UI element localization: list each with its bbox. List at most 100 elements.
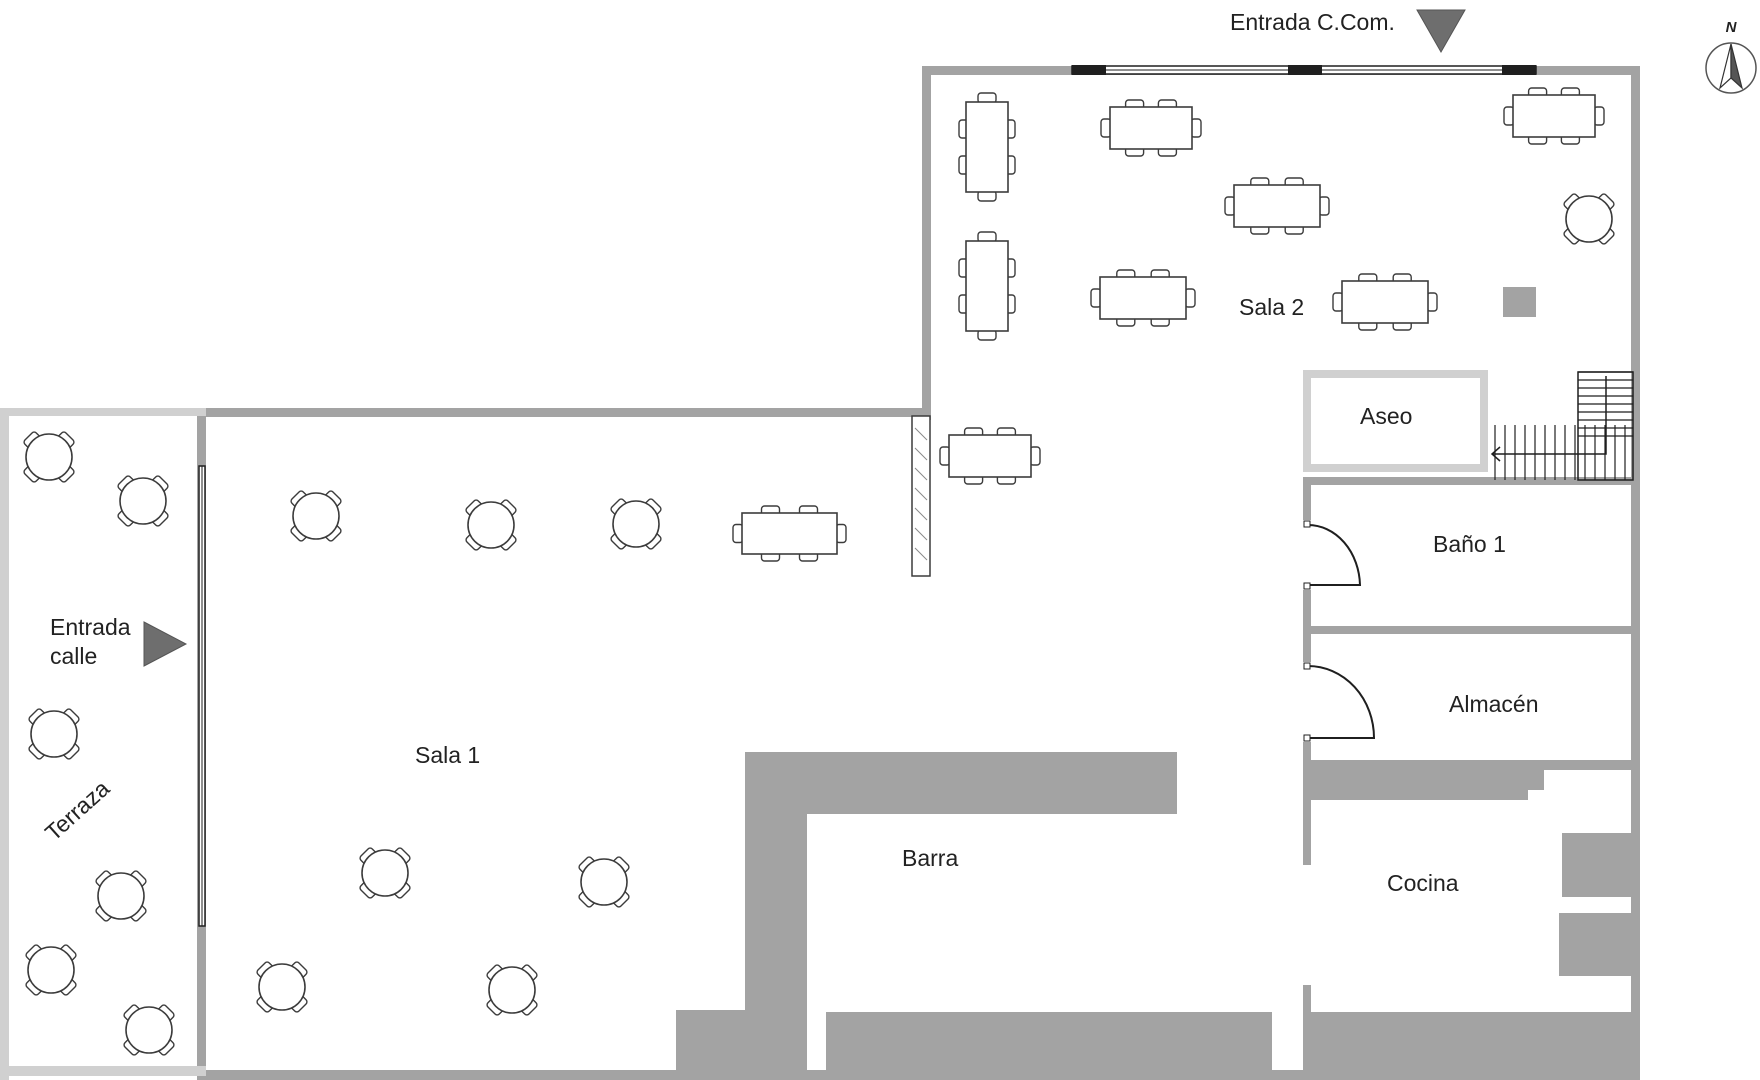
walls (0, 66, 1640, 1080)
entrance-ccom-arrow (1416, 9, 1466, 54)
cocina-counter-bottom (1303, 1012, 1640, 1080)
cocina-block (1562, 833, 1632, 897)
stair-frame (1577, 371, 1634, 481)
table-top (612, 500, 660, 548)
stairs (1490, 371, 1634, 481)
window-mullion (1288, 65, 1322, 75)
door-opening (1303, 662, 1311, 742)
table-top (97, 872, 145, 920)
table-top (580, 858, 628, 906)
wall-sala1-north (197, 408, 931, 417)
stair-arrowhead (1490, 446, 1501, 462)
aseo-wall (1303, 370, 1311, 472)
round-table (117, 475, 169, 527)
round-table (95, 870, 147, 922)
aseo-wall (1480, 370, 1488, 472)
door-opening (1303, 520, 1311, 590)
table-top (27, 946, 75, 994)
cocina-counter (1303, 770, 1528, 800)
label-sala-2: Sala 2 (1239, 294, 1304, 320)
table-top (467, 501, 515, 549)
table-top (965, 240, 1009, 332)
rect-table (1090, 269, 1196, 327)
furniture (23, 87, 1615, 1056)
wall-bano-west (1303, 477, 1311, 527)
round-table (123, 1004, 175, 1056)
round-table (610, 498, 662, 550)
label-entrada-calle-1: Entrada (50, 614, 131, 640)
north-windows (1071, 65, 1537, 75)
door-hinge (1303, 662, 1311, 670)
round-table (23, 431, 75, 483)
terrace-wall-west (0, 408, 9, 1080)
compass: N (1705, 19, 1757, 94)
barra-block (676, 1010, 807, 1080)
table-top (1341, 280, 1429, 324)
rect-table (1100, 99, 1202, 157)
wall-bano-top (1303, 477, 1640, 485)
stair-arrow (1492, 376, 1607, 455)
label-entrada-ccom: Entrada C.Com. (1230, 9, 1395, 35)
doors (1303, 520, 1376, 985)
table-top (965, 101, 1009, 193)
terrace-wall-bottom (0, 1066, 206, 1076)
door-hinge (1303, 582, 1311, 590)
divider-screen (911, 415, 931, 577)
table-top (1512, 94, 1596, 138)
door-hinge (1303, 734, 1311, 742)
wall-cocina-west (1303, 740, 1311, 865)
round-table (486, 964, 538, 1016)
table-top (292, 492, 340, 540)
pillar (1503, 287, 1536, 317)
label-sala-1: Sala 1 (415, 742, 480, 768)
rect-table (958, 231, 1016, 341)
round-table (256, 961, 308, 1013)
barra-back-counter (826, 1012, 1272, 1080)
wall-east (1631, 66, 1640, 1080)
table-top (741, 512, 838, 555)
table-top (488, 966, 536, 1014)
wall-sala2-west (922, 66, 931, 420)
label-barra: Barra (902, 845, 958, 871)
table-top (119, 477, 167, 525)
table-top (1099, 276, 1187, 320)
door-opening (1303, 865, 1311, 985)
door-bano-1 (1307, 524, 1362, 586)
compass-label: N (1726, 19, 1738, 36)
compass-needle (1730, 43, 1744, 90)
rect-table (1332, 273, 1438, 331)
door-almacen (1307, 665, 1376, 739)
table-top (258, 963, 306, 1011)
round-table (359, 847, 411, 899)
label-aseo: Aseo (1360, 403, 1412, 429)
table-top (1565, 195, 1613, 243)
barra-counter-top (745, 752, 1177, 814)
rect-table (958, 92, 1016, 202)
round-table (465, 499, 517, 551)
table-top (1109, 106, 1193, 150)
rect-table (1224, 177, 1330, 235)
round-table (578, 856, 630, 908)
terrace-glazing (198, 465, 206, 927)
entrance-street-arrow (143, 621, 188, 667)
round-table (1563, 193, 1615, 245)
label-almacen: Almacén (1449, 691, 1538, 717)
rect-table (732, 505, 847, 562)
round-table (28, 708, 80, 760)
screen-frame (911, 415, 931, 577)
door-hinge (1303, 520, 1311, 528)
table-top (1233, 184, 1321, 228)
aseo-wall (1303, 464, 1488, 472)
round-table (25, 944, 77, 996)
label-entrada-calle-2: calle (50, 643, 97, 669)
table-top (948, 434, 1032, 478)
table-top (25, 433, 73, 481)
wall-almacen-top (1303, 626, 1640, 634)
cocina-counter (1528, 770, 1544, 790)
window-mullion (1072, 65, 1106, 75)
label-bano-1: Baño 1 (1433, 531, 1506, 557)
label-terraza: Terraza (40, 775, 115, 846)
label-cocina: Cocina (1387, 870, 1459, 896)
wall-almacen-bottom (1303, 760, 1640, 770)
